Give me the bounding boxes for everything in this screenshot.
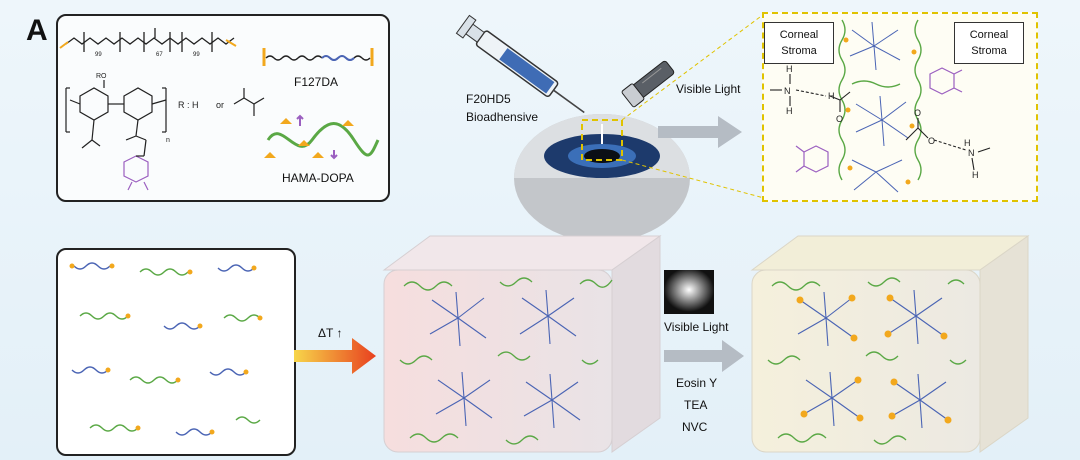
syringe-icon <box>455 14 585 114</box>
hama-dopa-label: HAMA-DOPA <box>282 171 354 185</box>
adhesive-name: F20HD5 <box>466 92 511 106</box>
polymer-mixture-box <box>56 248 296 456</box>
top-light-label: Visible Light <box>676 82 741 96</box>
hama-chains-cube1 <box>399 277 613 445</box>
or-label: or <box>216 100 224 110</box>
hama-dopa-skeletal-formula <box>65 80 167 157</box>
heating-arrow <box>294 338 376 374</box>
micelle-star-2 <box>855 95 909 147</box>
svg-text:O: O <box>836 114 843 124</box>
adhesive-desc: Bioadhensive <box>466 110 539 124</box>
reagent-2: TEA <box>684 398 708 412</box>
hama-chains <box>838 19 922 181</box>
f127da-icon <box>262 48 374 66</box>
top-arrow <box>658 116 742 148</box>
f127da-label: F127DA <box>294 75 338 89</box>
reagent-1: Eosin Y <box>676 376 718 390</box>
micelle-star-3 <box>851 159 903 193</box>
acrylate-dots <box>843 37 917 185</box>
svg-text:O: O <box>928 136 935 146</box>
crosslink-dots <box>796 294 952 424</box>
hydrogen-bond-group-left <box>770 74 851 112</box>
svg-text:H: H <box>786 106 793 116</box>
micelle-stars-cube2 <box>797 289 949 429</box>
reagent-3: NVC <box>682 420 708 434</box>
right-tissue-label: Corneal Stroma <box>954 22 1024 64</box>
physical-gel-cube <box>382 235 662 453</box>
ro-label: RO <box>96 73 107 80</box>
eye-icon <box>514 114 690 242</box>
svg-text:H: H <box>786 64 793 74</box>
hama-dopa-icon <box>264 114 380 160</box>
svg-text:H: H <box>828 91 835 101</box>
heating-label: ΔT ↑ <box>318 326 343 340</box>
catechol-left <box>795 145 829 173</box>
repeat-subscript-2: 67 <box>156 52 163 58</box>
free-chain-ends <box>69 263 263 435</box>
hydrogen-bond-group-right <box>905 118 991 171</box>
chemical-structures-box <box>56 14 390 202</box>
f127da-skeletal-formula <box>65 28 235 52</box>
repeat-subscript-1: 99 <box>95 52 102 58</box>
methacrylate-group <box>233 88 265 116</box>
svg-text:O: O <box>914 108 921 118</box>
micelle-stars-cube1 <box>429 289 581 429</box>
svg-text:N: N <box>784 86 791 96</box>
r-group-label: R : H <box>178 100 199 110</box>
free-chains <box>71 262 261 436</box>
micelle-star-1 <box>849 21 901 71</box>
flashlight-icon <box>621 60 675 108</box>
svg-text:H: H <box>964 138 971 148</box>
svg-text:N: N <box>968 148 975 158</box>
left-tissue-label: Corneal Stroma <box>764 22 834 64</box>
lamp-icon <box>664 270 714 314</box>
bottom-light-label: Visible Light <box>664 320 729 334</box>
panel-letter: A <box>26 14 48 47</box>
catechol-right <box>929 67 963 95</box>
crosslinked-gel-cube <box>750 235 1030 453</box>
light-arrow <box>664 340 744 372</box>
repeat-subscript-3: 99 <box>193 52 200 58</box>
hama-chains-cube2 <box>767 277 967 445</box>
svg-text:H: H <box>972 170 979 180</box>
repeat-n-label: n <box>166 137 170 144</box>
